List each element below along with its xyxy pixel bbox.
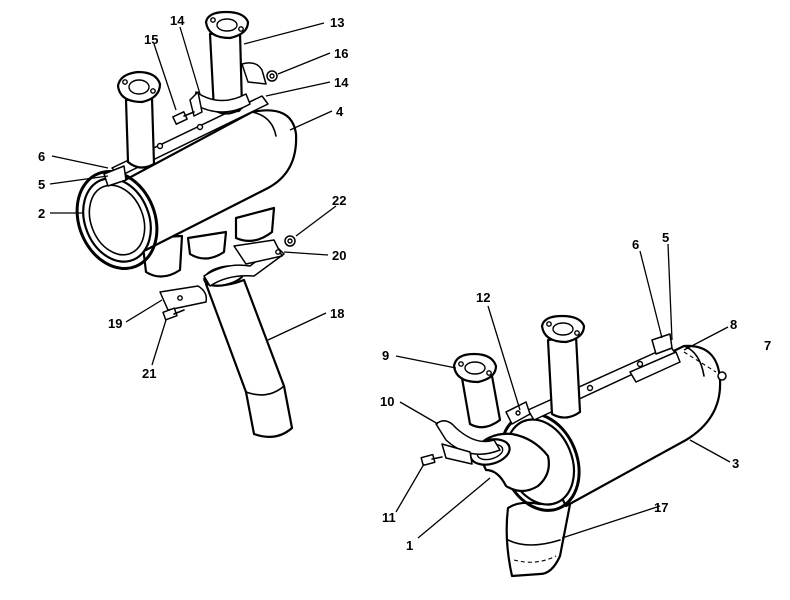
callout-9: 9 — [382, 348, 389, 363]
tailpipe-18 — [203, 265, 294, 439]
nut-16 — [266, 70, 278, 82]
inlet-pipe-9 — [452, 352, 502, 429]
callout-20: 20 — [332, 248, 346, 263]
tailpipe-clamp-lower — [159, 285, 208, 311]
inlet-pipe-left — [116, 70, 162, 169]
callout-6-left: 6 — [38, 149, 45, 164]
callout-10: 10 — [380, 394, 394, 409]
muffler-end-gasket — [75, 170, 159, 270]
callout-21: 21 — [142, 366, 156, 381]
bolt-21 — [162, 307, 185, 321]
right-muffler-assembly — [420, 314, 727, 578]
pipe-clamp-top — [189, 62, 267, 117]
nut-22 — [284, 235, 296, 247]
callout-11: 11 — [382, 510, 396, 525]
callout-18: 18 — [330, 306, 344, 321]
callout-22: 22 — [332, 193, 346, 208]
callout-14-top: 14 — [170, 13, 185, 28]
callout-15: 15 — [144, 32, 158, 47]
callout-6-right: 6 — [632, 237, 639, 252]
clamp-10 — [435, 420, 501, 465]
callout-5-left: 5 — [38, 177, 45, 192]
callout-13: 13 — [330, 15, 344, 30]
bolt-11 — [420, 453, 443, 467]
screw-7 — [683, 351, 727, 381]
muffler-body — [112, 109, 298, 256]
callout-1: 1 — [406, 538, 413, 553]
callout-labels: 13 14 15 16 14 4 6 5 2 22 20 19 18 21 12… — [38, 13, 771, 553]
leader-lines — [49, 22, 731, 539]
callout-5-right: 5 — [662, 230, 669, 245]
callout-8: 8 — [730, 317, 737, 332]
bracket-12 — [505, 401, 531, 425]
callout-2: 2 — [38, 206, 45, 221]
callout-12: 12 — [476, 290, 490, 305]
callout-14-right: 14 — [334, 75, 349, 90]
inlet-pipe-right — [540, 314, 586, 419]
left-muffler-assembly — [75, 10, 298, 439]
tailpipe-clamp-upper — [203, 239, 285, 287]
callout-16: 16 — [334, 46, 348, 61]
callout-7: 7 — [764, 338, 771, 353]
bolt-15 — [172, 111, 195, 125]
callout-4: 4 — [336, 104, 344, 119]
callout-17: 17 — [654, 500, 668, 515]
callout-3: 3 — [732, 456, 739, 471]
callout-19: 19 — [108, 316, 122, 331]
